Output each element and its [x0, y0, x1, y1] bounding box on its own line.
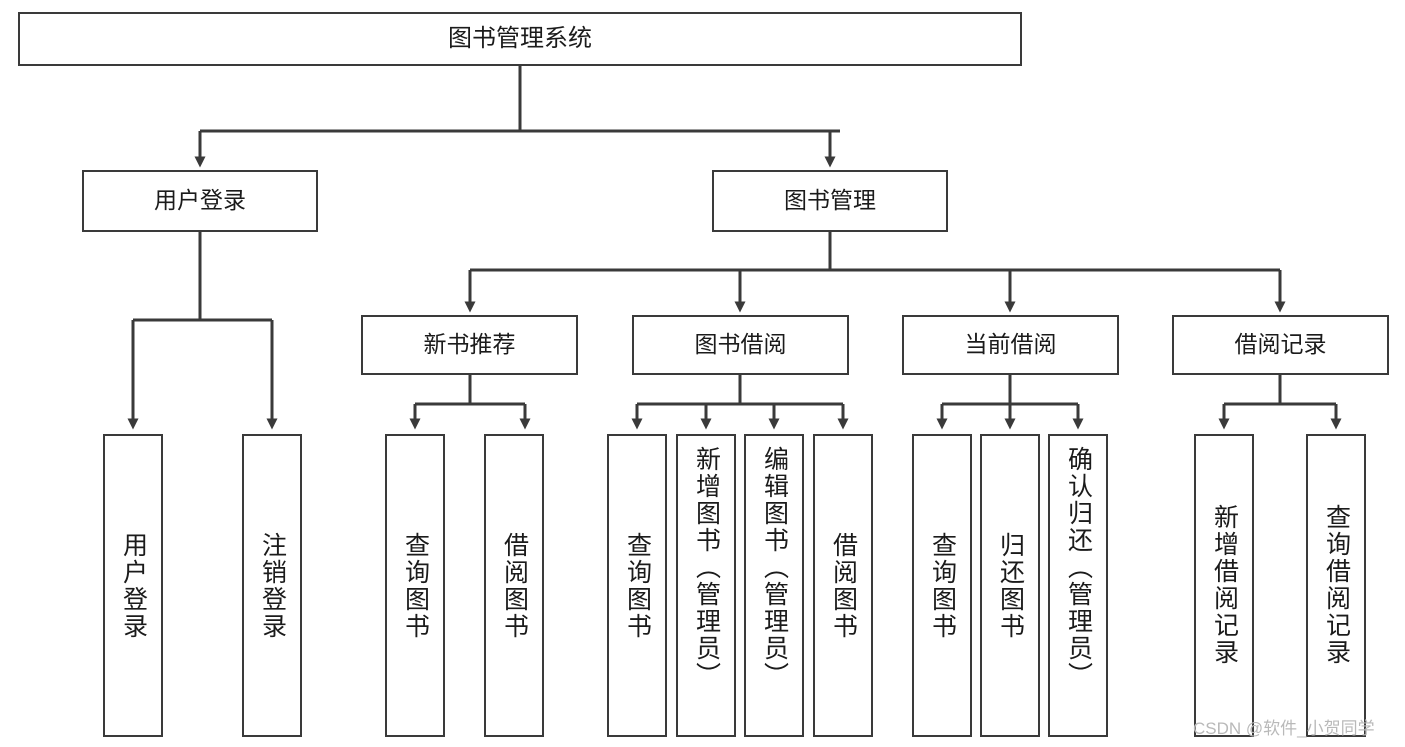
node-book-borrow[interactable]: 图书借阅: [632, 315, 849, 375]
node-label: 新增图书（管理员）: [692, 446, 721, 689]
node-borrow-record[interactable]: 借阅记录: [1172, 315, 1389, 375]
node-label: 查询图书: [623, 532, 652, 640]
leaf-borrow-add-book-admin[interactable]: 新增图书（管理员）: [676, 434, 736, 737]
node-current-borrow[interactable]: 当前借阅: [902, 315, 1119, 375]
leaf-current-confirm-return-admin[interactable]: 确认归还（管理员）: [1048, 434, 1108, 737]
leaf-recommend-query-book[interactable]: 查询图书: [385, 434, 445, 737]
leaf-record-add-borrow-record[interactable]: 新增借阅记录: [1194, 434, 1254, 737]
node-label: 确认归还（管理员）: [1064, 446, 1093, 689]
node-new-book-recommend[interactable]: 新书推荐: [361, 315, 578, 375]
node-label: 编辑图书（管理员）: [760, 446, 789, 689]
node-label: 图书借阅: [694, 331, 787, 358]
node-label: 图书管理: [784, 187, 876, 214]
leaf-user-logout[interactable]: 注销登录: [242, 434, 302, 737]
node-label: 查询图书: [928, 532, 957, 640]
leaf-current-query-book[interactable]: 查询图书: [912, 434, 972, 737]
node-label: 查询图书: [401, 532, 430, 640]
leaf-borrow-edit-book-admin[interactable]: 编辑图书（管理员）: [744, 434, 804, 737]
node-book-management[interactable]: 图书管理: [712, 170, 948, 232]
node-label: 新书推荐: [423, 331, 516, 358]
node-label: 注销登录: [258, 532, 287, 640]
node-label: 当前借阅: [964, 331, 1057, 358]
leaf-recommend-borrow-book[interactable]: 借阅图书: [484, 434, 544, 737]
leaf-current-return-book[interactable]: 归还图书: [980, 434, 1040, 737]
node-label: 查询借阅记录: [1322, 504, 1351, 666]
node-user-login[interactable]: 用户登录: [82, 170, 318, 232]
leaf-borrow-query-book[interactable]: 查询图书: [607, 434, 667, 737]
node-label: 图书管理系统: [448, 24, 592, 52]
node-root-library-system[interactable]: 图书管理系统: [18, 12, 1022, 66]
leaf-record-query-borrow-record[interactable]: 查询借阅记录: [1306, 434, 1366, 737]
leaf-user-login[interactable]: 用户登录: [103, 434, 163, 737]
csdn-watermark: CSDN @软件_小贺同学: [1193, 719, 1375, 738]
leaf-borrow-borrow-book[interactable]: 借阅图书: [813, 434, 873, 737]
node-label: 借阅图书: [829, 532, 858, 640]
node-label: 借阅记录: [1234, 331, 1327, 358]
node-label: 借阅图书: [500, 532, 529, 640]
node-label: 新增借阅记录: [1210, 504, 1239, 666]
node-label: 用户登录: [119, 532, 148, 640]
node-label: 归还图书: [996, 532, 1025, 640]
node-label: 用户登录: [154, 187, 246, 214]
